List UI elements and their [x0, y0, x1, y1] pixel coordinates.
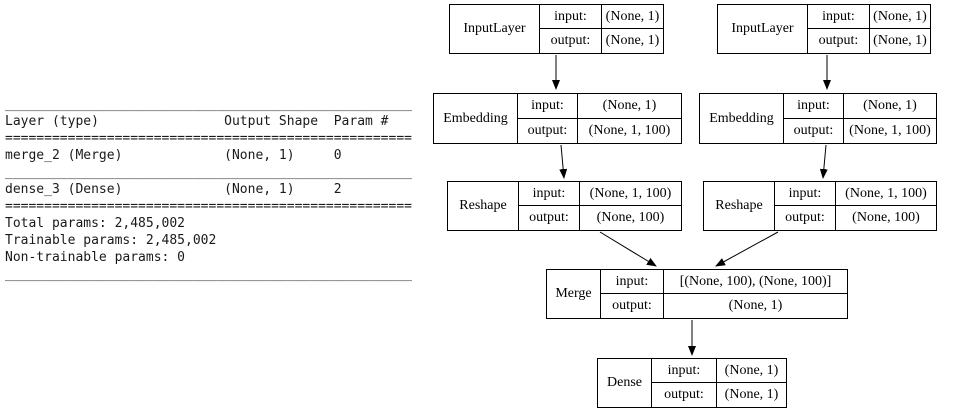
output-label: output: [651, 383, 716, 407]
output-label: output: [774, 206, 835, 230]
edge-arrow [819, 144, 828, 179]
input-label: input: [774, 182, 835, 206]
edge-arrow [599, 231, 657, 267]
input-shape-value: (None, 1) [716, 359, 786, 383]
model-summary: ________________________________________… [5, 96, 412, 283]
input-shape-value: (None, 1) [601, 5, 663, 29]
node-merge: Merge input: [(None, 100), (None, 100)] … [546, 269, 848, 319]
input-label: input: [518, 182, 579, 206]
output-shape-value: (None, 1) [716, 383, 786, 407]
node-reshape-1: Reshape input: (None, 1, 100) output: (N… [447, 181, 682, 231]
input-label: input: [783, 94, 843, 119]
summary-header-line: Layer (type) Output Shape Param # [5, 114, 389, 129]
input-label: input: [517, 94, 577, 119]
summary-line: ========================================… [5, 131, 412, 146]
output-label: output: [807, 29, 869, 53]
node-reshape-2: Reshape input: (None, 1, 100) output: (N… [703, 181, 937, 231]
output-label: output: [518, 206, 579, 230]
output-label: output: [600, 294, 663, 318]
summary-row-merge: merge_2 (Merge) (None, 1) 0 [5, 148, 342, 163]
output-label: output: [539, 29, 601, 53]
input-shape-value: (None, 1, 100) [579, 182, 681, 206]
input-shape-value: (None, 1) [577, 94, 681, 119]
summary-line: ________________________________________… [5, 165, 412, 180]
edge-arrow [715, 231, 779, 267]
node-dense: Dense input: (None, 1) output: (None, 1) [597, 358, 787, 408]
layer-type-label: Embedding [443, 110, 508, 126]
node-embedding-1: Embedding input: (None, 1) output: (None… [433, 93, 682, 144]
summary-nontrainable-params: Non-trainable params: 0 [5, 250, 186, 265]
output-shape-value: (None, 1) [601, 29, 663, 53]
node-input-layer-2: InputLayer input: (None, 1) output: (Non… [717, 4, 931, 54]
output-shape-value: (None, 1, 100) [843, 118, 936, 143]
layer-type-label: Reshape [459, 198, 507, 213]
output-label: output: [783, 118, 843, 143]
node-embedding-2: Embedding input: (None, 1) output: (None… [699, 93, 937, 144]
layer-type-label: Reshape [715, 198, 763, 213]
output-shape-value: (None, 1, 100) [577, 118, 681, 143]
summary-row-dense: dense_3 (Dense) (None, 1) 2 [5, 182, 342, 197]
input-shape-value: [(None, 100), (None, 100)] [663, 270, 847, 294]
summary-line: ========================================… [5, 199, 412, 214]
input-shape-value: (None, 1, 100) [835, 182, 936, 206]
layer-type-label: InputLayer [731, 21, 794, 36]
input-label: input: [651, 359, 716, 383]
output-shape-value: (None, 100) [579, 206, 681, 230]
layer-type-label: Embedding [709, 110, 774, 126]
layer-type-label: Merge [555, 286, 592, 301]
output-shape-value: (None, 1) [663, 294, 847, 318]
summary-trainable-params: Trainable params: 2,485,002 [5, 233, 217, 248]
input-label: input: [539, 5, 601, 29]
output-label: output: [517, 118, 577, 143]
input-shape-value: (None, 1) [843, 94, 936, 119]
edge-arrow [559, 144, 568, 179]
summary-line: ________________________________________… [5, 267, 412, 282]
summary-total-params: Total params: 2,485,002 [5, 216, 186, 231]
layer-type-label: InputLayer [463, 21, 526, 36]
node-input-layer-1: InputLayer input: (None, 1) output: (Non… [449, 4, 664, 54]
output-shape-value: (None, 1) [869, 29, 930, 53]
input-label: input: [600, 270, 663, 294]
layer-type-label: Dense [607, 375, 642, 390]
summary-line: ________________________________________… [5, 97, 412, 112]
input-shape-value: (None, 1) [869, 5, 930, 29]
input-label: input: [807, 5, 869, 29]
output-shape-value: (None, 100) [835, 206, 936, 230]
